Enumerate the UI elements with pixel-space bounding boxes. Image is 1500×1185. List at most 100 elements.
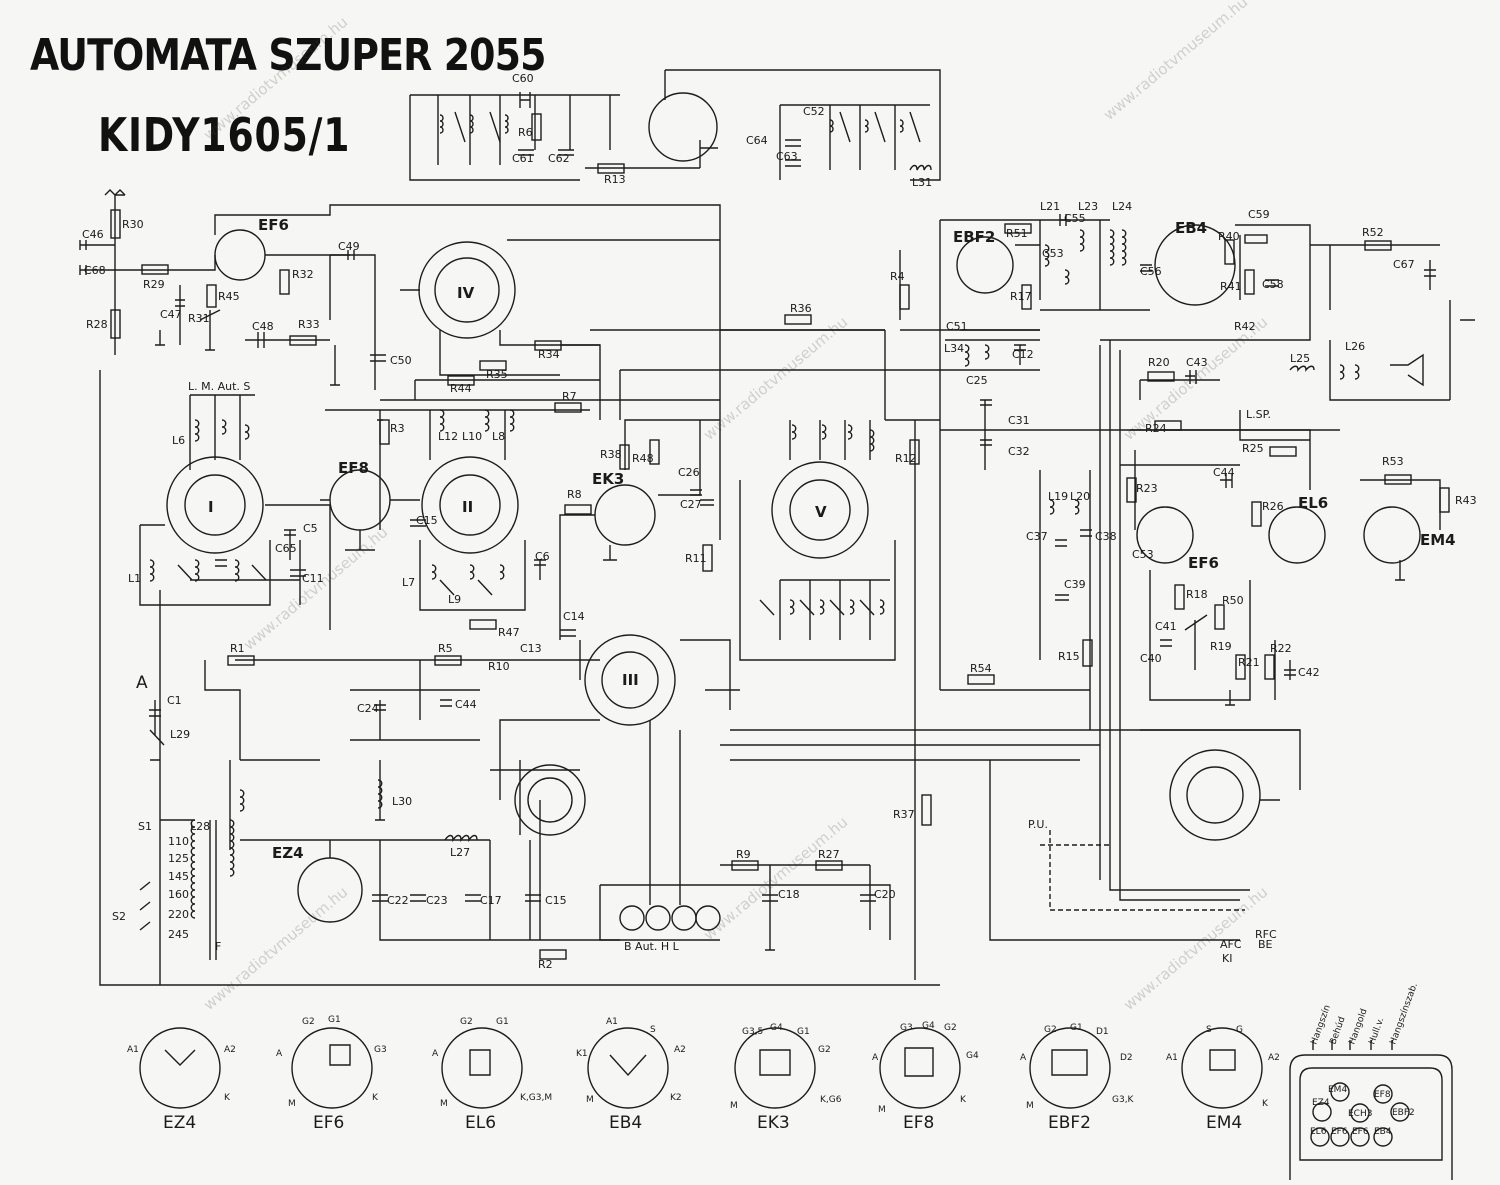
ek3-mixer-section <box>534 419 720 640</box>
pin-label: A <box>872 1053 879 1063</box>
pin-label: A <box>276 1049 283 1059</box>
tube-label-eb4: EB4 <box>1175 219 1207 237</box>
component-label: L7 <box>402 576 415 589</box>
pin-label: G3,K <box>1112 1095 1135 1105</box>
component-label: L24 <box>1112 200 1132 213</box>
pinout-captions: EZ4 EF6 EL6 EB4 EK3 EF8 EBF2 EM4 <box>163 1113 1242 1133</box>
component-label: R6 <box>518 126 533 139</box>
pinout-caption-ef6: EF6 <box>313 1113 344 1133</box>
component-label: C62 <box>548 152 570 165</box>
component-label: L10 <box>462 430 482 443</box>
component-label: R18 <box>1186 588 1208 601</box>
component-label: R21 <box>1238 656 1260 669</box>
pin-label: G2 <box>302 1017 315 1027</box>
component-label: C14 <box>563 610 585 623</box>
ground-label: F <box>215 940 221 953</box>
wafer-label-i: I <box>208 498 214 516</box>
schematic-title: AUTOMATA SZUPER 2055 <box>30 30 546 81</box>
component-label: L8 <box>492 430 505 443</box>
chassis-tube-label: EBF2 <box>1392 1108 1415 1118</box>
component-label: R45 <box>218 290 240 303</box>
component-label: L29 <box>170 728 190 741</box>
component-label: R44 <box>450 382 472 395</box>
component-label: C11 <box>302 572 324 585</box>
voltage-tap-label: 160 <box>168 888 189 901</box>
tube-labels: EF6 EF8 EK3 EBF2 EB4 EF6 EL6 EM4 EZ4 <box>258 216 1456 862</box>
component-label: C61 <box>512 152 534 165</box>
pin-label: M <box>288 1099 296 1109</box>
component-label: C60 <box>512 72 534 85</box>
wafer-label-ii: II <box>462 498 473 516</box>
chassis-tube-label: EF8 <box>1374 1090 1391 1100</box>
chassis-plan-labels: Hangszín Behúd Hangold Hull.v. Hangszíns… <box>1309 982 1420 1137</box>
component-label: C59 <box>1248 208 1270 221</box>
pin-label: K <box>224 1093 231 1103</box>
component-label: C48 <box>252 320 274 333</box>
component-label: R33 <box>298 318 320 331</box>
pin-label: K <box>1262 1099 1269 1109</box>
component-label: C32 <box>1008 445 1030 458</box>
chassis-tube-label: ECH3 <box>1348 1109 1372 1119</box>
pin-label: G3 <box>900 1023 913 1033</box>
component-label: R37 <box>893 808 915 821</box>
component-label: R19 <box>1210 640 1232 653</box>
component-label: C25 <box>966 374 988 387</box>
component-label: C24 <box>357 702 379 715</box>
component-label: C17 <box>480 894 502 907</box>
pin-label: G1 <box>1070 1023 1083 1033</box>
chassis-tube-label: EM4 <box>1328 1085 1347 1095</box>
pin-label: D1 <box>1096 1027 1109 1037</box>
pin-label: G2 <box>818 1045 831 1055</box>
component-label: R10 <box>488 660 510 673</box>
component-label: C38 <box>1095 530 1117 543</box>
component-label: R26 <box>1262 500 1284 513</box>
output-section <box>1120 240 1475 706</box>
afc-ki-label: KI <box>1222 952 1232 965</box>
component-label: R41 <box>1220 280 1242 293</box>
tube-label-ef6: EF6 <box>258 216 289 234</box>
pin-label: S <box>650 1025 656 1035</box>
tube-pinout-row <box>139 1027 1263 1109</box>
component-label: C23 <box>426 894 448 907</box>
component-label: R42 <box>1234 320 1256 333</box>
component-label: L34 <box>944 342 964 355</box>
component-label: C43 <box>1186 356 1208 369</box>
component-label: R4 <box>890 270 905 283</box>
pinout-caption-ez4: EZ4 <box>163 1113 196 1133</box>
component-label: R11 <box>685 552 707 565</box>
antenna-label: A <box>136 673 148 693</box>
pin-label: A2 <box>674 1045 686 1055</box>
voltage-tap-label: 125 <box>168 852 189 865</box>
model-number: KIDY1605/1 <box>98 108 351 162</box>
voltage-tap-label: 145 <box>168 870 189 883</box>
component-label: R32 <box>292 268 314 281</box>
component-label: R12 <box>895 452 917 465</box>
component-label: L23 <box>1078 200 1098 213</box>
pin-label: G2 <box>1044 1025 1057 1035</box>
pin-label: G3,5 <box>742 1027 763 1037</box>
component-label: R17 <box>1010 290 1032 303</box>
voltage-tap-label: 245 <box>168 928 189 941</box>
component-label: C37 <box>1026 530 1048 543</box>
switch-wafer-i <box>99 370 940 986</box>
chassis-plan <box>1289 1040 1453 1180</box>
component-label: C58 <box>1262 278 1284 291</box>
switch-s2-label: S2 <box>112 910 126 923</box>
pin-label: A1 <box>127 1045 139 1055</box>
component-label: R31 <box>188 312 210 325</box>
pin-label: M <box>878 1105 886 1115</box>
component-label: R52 <box>1362 226 1384 239</box>
pickup-label: P.U. <box>1028 818 1048 831</box>
component-label: C53 <box>1132 548 1154 561</box>
voltage-tap-label: 220 <box>168 908 189 921</box>
component-label: L30 <box>392 795 412 808</box>
pin-label: G1 <box>496 1017 509 1027</box>
component-label: R47 <box>498 626 520 639</box>
component-label: R40 <box>1218 230 1240 243</box>
component-label: C42 <box>1298 666 1320 679</box>
component-label: R15 <box>1058 650 1080 663</box>
component-label: R48 <box>632 452 654 465</box>
chassis-tube-label: EF6 <box>1352 1127 1369 1137</box>
component-label: C12 <box>1012 348 1034 361</box>
pin-label: M <box>730 1101 738 1111</box>
